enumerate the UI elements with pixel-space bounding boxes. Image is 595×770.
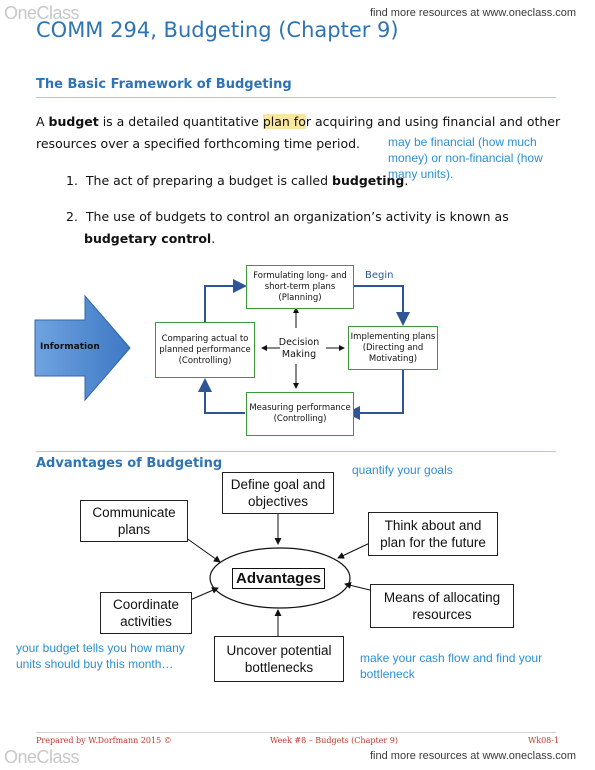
- budget-definition: A budget is a detailed quantitative plan…: [36, 114, 561, 151]
- oneclass-link-bottom[interactable]: find more resources at www.oneclass.com: [370, 750, 577, 762]
- uncover-bottlenecks-box: Uncover potential bottlenecks: [214, 636, 344, 682]
- directing-box: Implementing plans (Directing and Motiva…: [348, 326, 438, 370]
- oneclass-logo-top: OneClass: [4, 3, 80, 23]
- list-item-budgeting: 1. The act of preparing a budget is call…: [66, 173, 409, 188]
- begin-label: Begin: [365, 270, 394, 281]
- annotation-quantify: quantify your goals: [352, 463, 453, 477]
- oneclass-logo-bottom: OneClass: [4, 747, 80, 767]
- information-label: Information: [40, 342, 100, 352]
- annotation-financial-note: may be financial (how much money) or non…: [388, 135, 543, 181]
- coordinate-activities-box: Coordinate activities: [100, 592, 192, 634]
- annotation-cash-flow: make your cash flow and find your bottle…: [360, 651, 543, 681]
- footer-page-id: Wk08-1: [528, 736, 560, 745]
- decision-making-label: Decision Making: [278, 337, 320, 360]
- information-arrow-shape: [34, 294, 131, 402]
- footer-week: Week #8 – Budgets (Chapter 9): [270, 736, 398, 745]
- footer-divider: [36, 732, 556, 733]
- think-future-box: Think about and plan for the future: [368, 512, 498, 556]
- section-divider: [36, 451, 556, 452]
- allocate-resources-box: Means of allocating resources: [370, 584, 514, 628]
- define-goal-box: Define goal and objectives: [222, 472, 334, 514]
- annotation-units: your budget tells you how many units sho…: [16, 641, 185, 671]
- section-heading-advantages: Advantages of Budgeting: [36, 456, 223, 471]
- advantages-center-label: Advantages: [232, 568, 326, 589]
- communicate-plans-box: Communicate plans: [80, 500, 188, 542]
- budgeting-cycle-diagram: [34, 279, 410, 420]
- planning-box: Formulating long- and short-term plans (…: [246, 265, 354, 309]
- section-heading-framework: The Basic Framework of Budgeting: [36, 77, 292, 92]
- list-item-budgetary-control: 2. The use of budgets to control an orga…: [66, 209, 509, 246]
- footer-author: Prepared by W.Dorfmann 2015 ©: [36, 736, 172, 745]
- advantages-diagram: [181, 514, 373, 636]
- oneclass-link-top[interactable]: find more resources at www.oneclass.com: [370, 7, 577, 19]
- heading-divider: [36, 97, 556, 98]
- page-title: COMM 294, Budgeting (Chapter 9): [36, 18, 399, 42]
- measuring-box: Measuring performance (Controlling): [246, 392, 354, 436]
- comparing-box: Comparing actual to planned performance …: [155, 322, 255, 378]
